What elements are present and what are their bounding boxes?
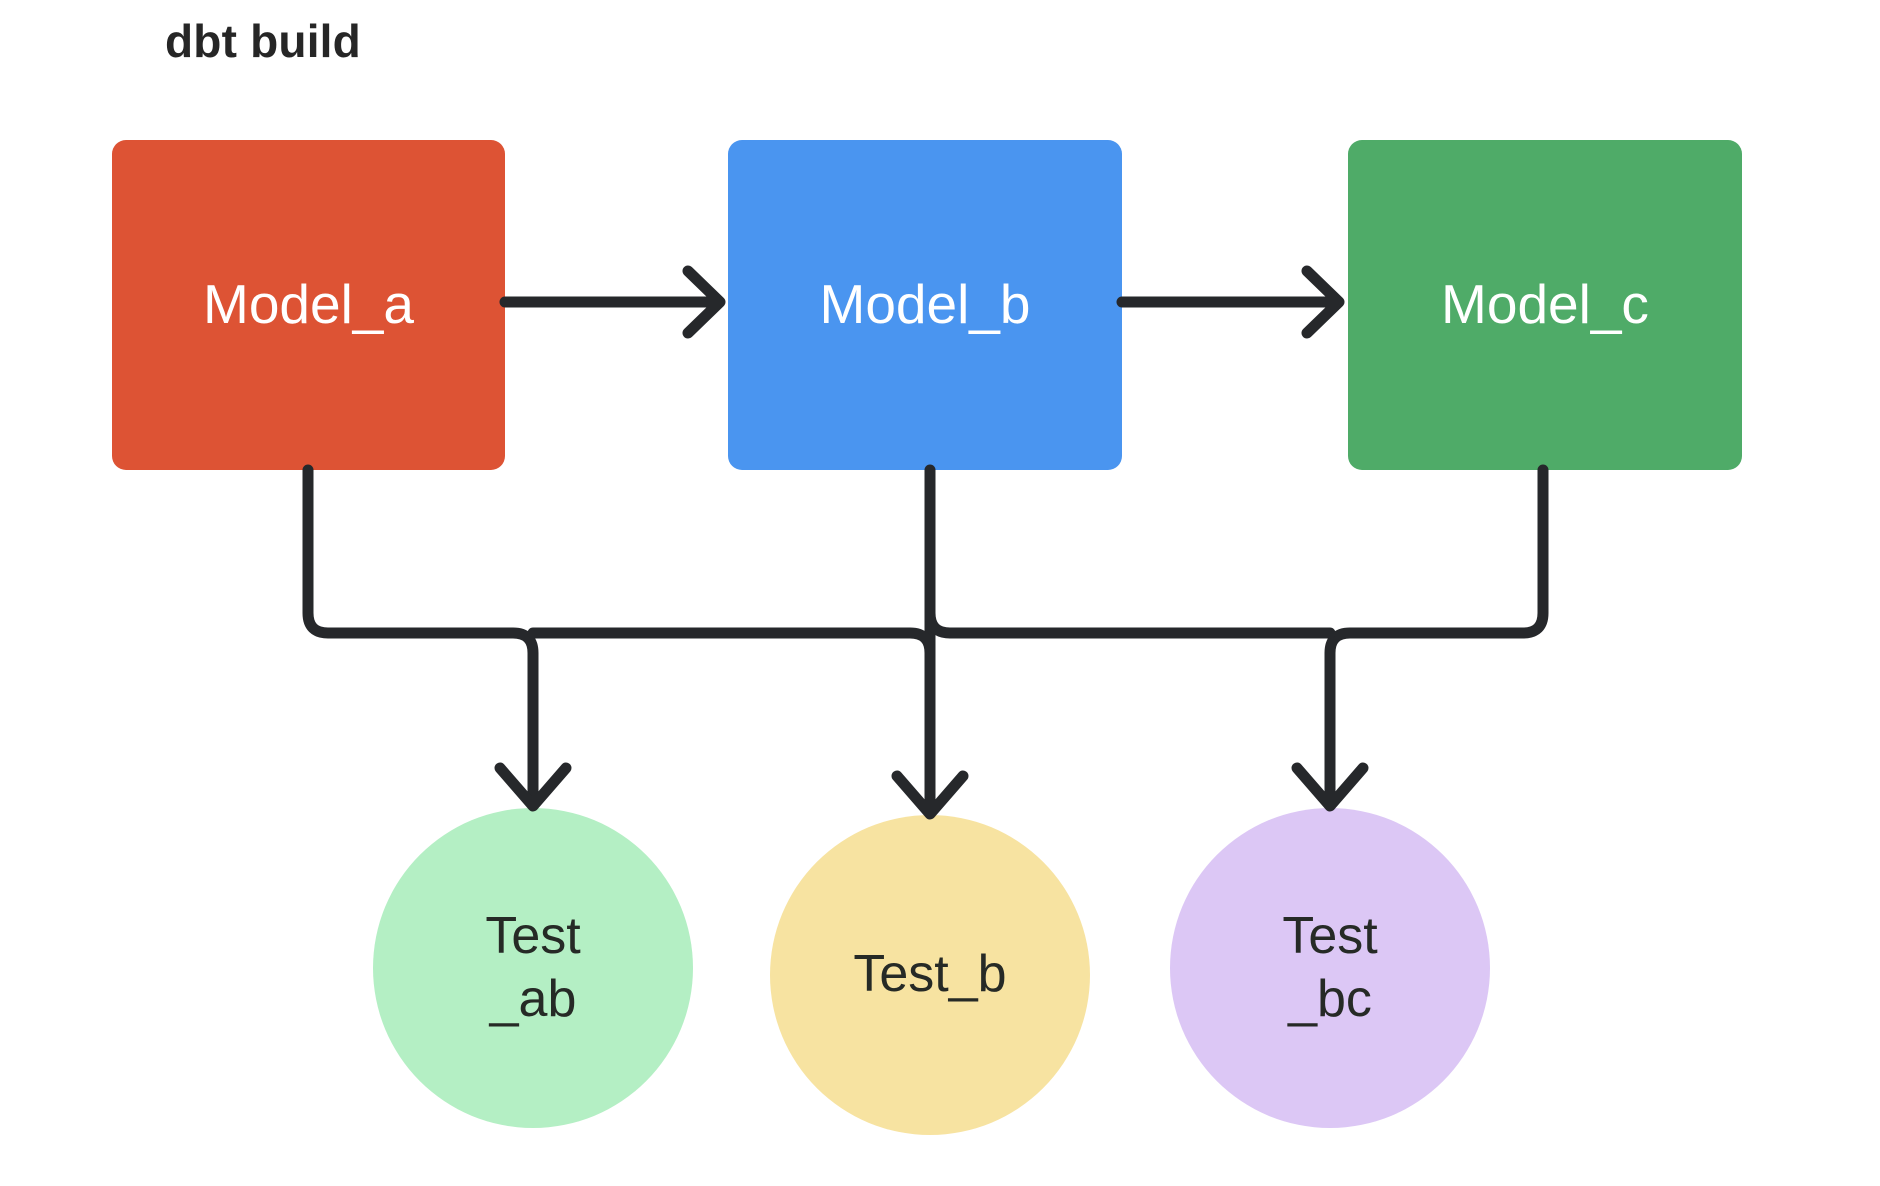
test-bc-circle[interactable]	[1170, 808, 1490, 1128]
test-b-circle[interactable]	[770, 815, 1090, 1135]
edge-bus-left	[527, 627, 936, 659]
diagram-title: dbt build	[165, 15, 361, 67]
arrowhead-test-bc	[1291, 762, 1369, 812]
arrowhead-test-ab	[494, 762, 572, 812]
edge-model-a-to-test-ab	[302, 464, 539, 806]
model-b-box[interactable]	[728, 140, 1122, 470]
model-a-box[interactable]	[112, 140, 505, 470]
arrowhead-model-b	[682, 265, 726, 339]
arrowhead-test-b	[891, 770, 969, 820]
edge-model-c-to-test-bc	[1324, 464, 1549, 806]
arrowhead-model-c	[1301, 265, 1345, 339]
model-c-box[interactable]	[1348, 140, 1742, 470]
test-ab-circle[interactable]	[373, 808, 693, 1128]
edge-bus-right	[924, 607, 1336, 639]
